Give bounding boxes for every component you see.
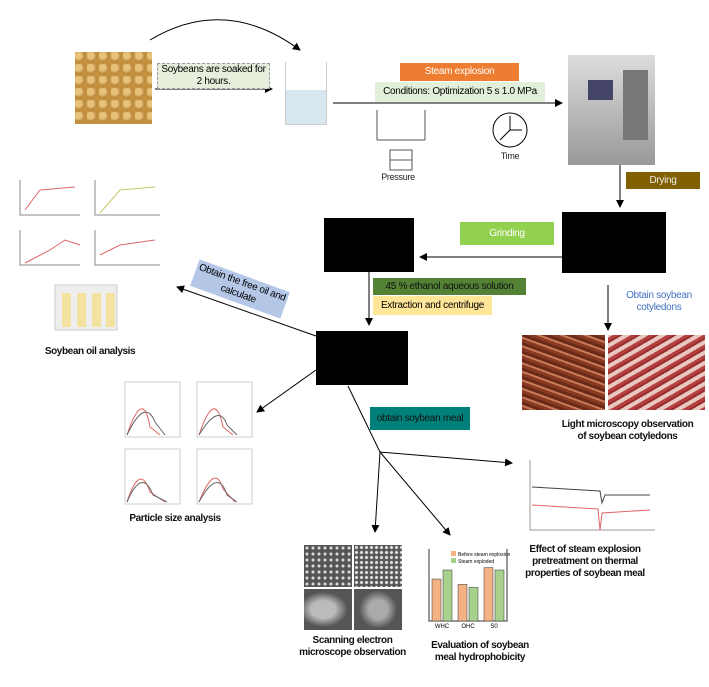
category-label: OHC bbox=[461, 624, 475, 630]
particle-size-figure bbox=[115, 377, 262, 510]
bar-before bbox=[457, 584, 468, 622]
cotyledons-label: Obtain soybean cotyledons bbox=[626, 290, 692, 313]
sem-images bbox=[304, 545, 402, 630]
thermal-caption: Effect of steam explosion pretreatment o… bbox=[525, 544, 645, 579]
legend-label: Before steam explosion bbox=[458, 552, 510, 558]
time-label: Time bbox=[500, 151, 520, 161]
redacted-box bbox=[562, 212, 666, 273]
legend-label: Steam exploded bbox=[458, 559, 494, 565]
drying-label: Drying bbox=[626, 172, 700, 189]
redacted-box bbox=[316, 331, 408, 385]
particle-size-caption: Particle size analysis bbox=[129, 513, 221, 524]
pressure-label: Pressure bbox=[381, 172, 415, 182]
bar-after bbox=[442, 569, 453, 622]
grinding-label: Grinding bbox=[460, 222, 554, 245]
conditions-label: Conditions: Optimization 5 s 1.0 MPa bbox=[375, 82, 545, 102]
soybeans-photo bbox=[75, 52, 152, 124]
ethanol-label: 45 % ethanol aqueous solution bbox=[373, 278, 526, 295]
legend-swatch bbox=[451, 558, 456, 563]
sem-caption: Scanning electron microscope observation bbox=[299, 635, 406, 658]
soak-label: Soybeans are soaked for 2 hours. bbox=[157, 63, 270, 89]
bar-after bbox=[468, 587, 479, 622]
beaker-photo bbox=[285, 62, 327, 125]
light-microscopy-photo-b bbox=[608, 335, 705, 410]
legend-swatch bbox=[451, 551, 456, 556]
oil-analysis-figure bbox=[10, 175, 170, 340]
hydrophobicity-caption: Evaluation of soybean meal hydrophobicit… bbox=[431, 640, 529, 663]
chart-axes bbox=[428, 549, 508, 622]
pressure-icon bbox=[376, 110, 426, 171]
thermal-dsc-figure bbox=[520, 455, 660, 540]
redacted-box bbox=[324, 218, 414, 272]
bar-before bbox=[431, 578, 442, 622]
extraction-label: Extraction and centrifuge bbox=[373, 296, 492, 315]
meal-label: obtain soybean meal bbox=[370, 407, 470, 430]
bar-after bbox=[494, 569, 505, 622]
light-microscopy-photo-a bbox=[522, 335, 605, 410]
bar-before bbox=[483, 567, 494, 622]
oil-analysis-caption: Soybean oil analysis bbox=[44, 346, 136, 357]
clock-icon bbox=[492, 112, 528, 148]
steam-explosion-label: Steam explosion bbox=[400, 63, 519, 81]
microscopy-caption: Light microscopy observation of soybean … bbox=[561, 419, 694, 442]
category-label: WHC bbox=[435, 624, 450, 630]
steam-explosion-machine-photo bbox=[568, 55, 655, 165]
category-label: S0 bbox=[490, 624, 498, 630]
